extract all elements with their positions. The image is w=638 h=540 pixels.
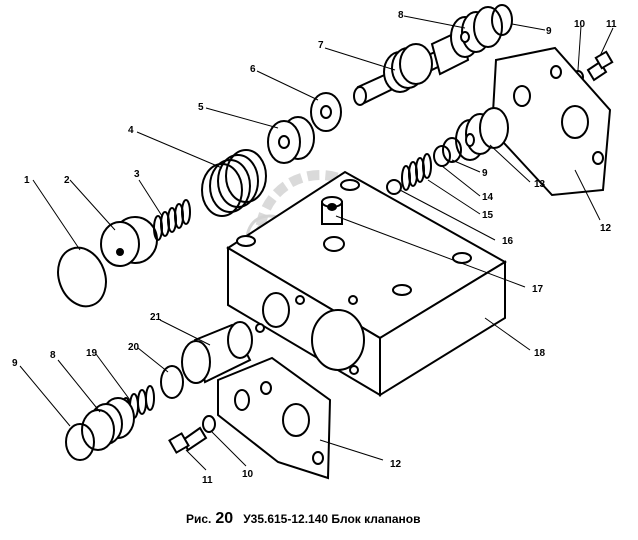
caption-prefix: Рис. — [186, 512, 212, 526]
leader-lines — [19, 15, 614, 471]
callout-14: 14 — [482, 192, 494, 203]
valve-body-block — [226, 170, 507, 397]
bolt-11-bottom — [168, 426, 208, 454]
callout-19: 19 — [86, 348, 98, 359]
top-fitting — [321, 196, 343, 225]
callout-9-mid: 9 — [482, 168, 488, 179]
o-ring-9-mid — [442, 137, 462, 163]
callout-12-top: 12 — [600, 223, 612, 234]
caption-number: 20 — [215, 510, 234, 527]
callout-4: 4 — [128, 125, 134, 136]
callout-10-top: 10 — [574, 19, 586, 30]
spring-4 — [201, 149, 267, 217]
callout-8-bottom: 8 — [50, 350, 56, 361]
callout-15: 15 — [482, 210, 494, 221]
callout-9-top: 9 — [546, 26, 552, 37]
callout-9-bottom: 9 — [12, 358, 18, 369]
callout-6: 6 — [250, 64, 256, 75]
plug-13 — [455, 107, 509, 161]
callout-16: 16 — [502, 236, 514, 247]
spring-3 — [153, 199, 191, 241]
callout-5: 5 — [198, 102, 204, 113]
callout-13: 13 — [534, 179, 546, 190]
spring-15 — [401, 153, 432, 191]
sleeve-8-bottom — [81, 397, 135, 451]
ball-16 — [386, 179, 402, 195]
callout-7: 7 — [318, 40, 324, 51]
o-ring-9-top — [491, 4, 513, 36]
callout-12-bottom: 12 — [390, 459, 402, 470]
caption-text: У35.615-12.140 Блок клапанов — [243, 512, 421, 526]
callout-1: 1 — [24, 175, 30, 186]
sleeve-8-top — [450, 6, 503, 58]
washer-14 — [433, 145, 451, 167]
callout-20: 20 — [128, 342, 140, 353]
callout-8-top: 8 — [398, 10, 404, 21]
cover-plate-12-bottom — [217, 356, 332, 480]
disc-20 — [160, 365, 184, 399]
washer-10-bottom — [202, 415, 216, 433]
callout-labels: 1 2 3 4 5 6 7 8 9 10 11 12 13 9 14 15 16… — [12, 10, 617, 486]
o-ring-1 — [57, 246, 107, 308]
callout-18: 18 — [534, 348, 546, 359]
callout-11-bottom: 11 — [202, 475, 213, 486]
callout-2: 2 — [64, 175, 70, 186]
sleeve-21 — [181, 321, 253, 384]
washer-6 — [310, 92, 342, 132]
callout-3: 3 — [134, 169, 140, 180]
piston-2 — [100, 216, 158, 267]
piston-5 — [267, 116, 315, 164]
callout-10-bottom: 10 — [242, 469, 254, 480]
callout-17: 17 — [532, 284, 544, 295]
callout-21: 21 — [150, 312, 162, 323]
valve-stem-7 — [353, 28, 470, 106]
figure-caption: Рис.20 У35.615-12.140 Блок клапанов — [186, 510, 516, 528]
o-ring-9-bottom — [65, 423, 95, 461]
callout-11-top: 11 — [606, 19, 617, 30]
